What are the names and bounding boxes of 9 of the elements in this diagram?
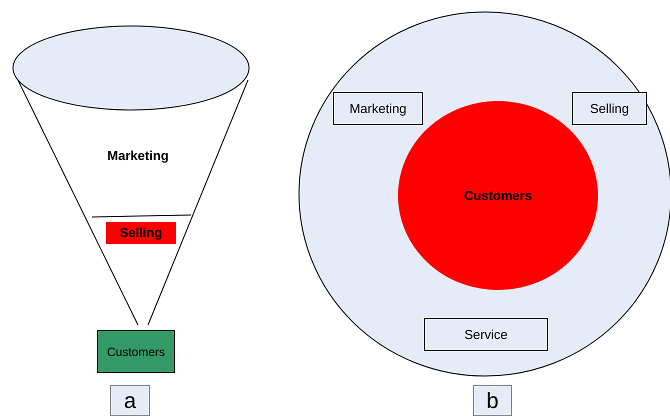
label-box: b <box>473 385 512 416</box>
label-box: Selling <box>106 222 176 244</box>
label-box: a <box>110 385 150 416</box>
section-label: Customers <box>464 188 532 203</box>
label-box: Selling <box>572 92 647 125</box>
section-label: Marketing <box>106 146 170 165</box>
label-box: Marketing <box>333 92 423 125</box>
label-box: Service <box>424 318 548 351</box>
label-box: Customers <box>97 330 175 373</box>
